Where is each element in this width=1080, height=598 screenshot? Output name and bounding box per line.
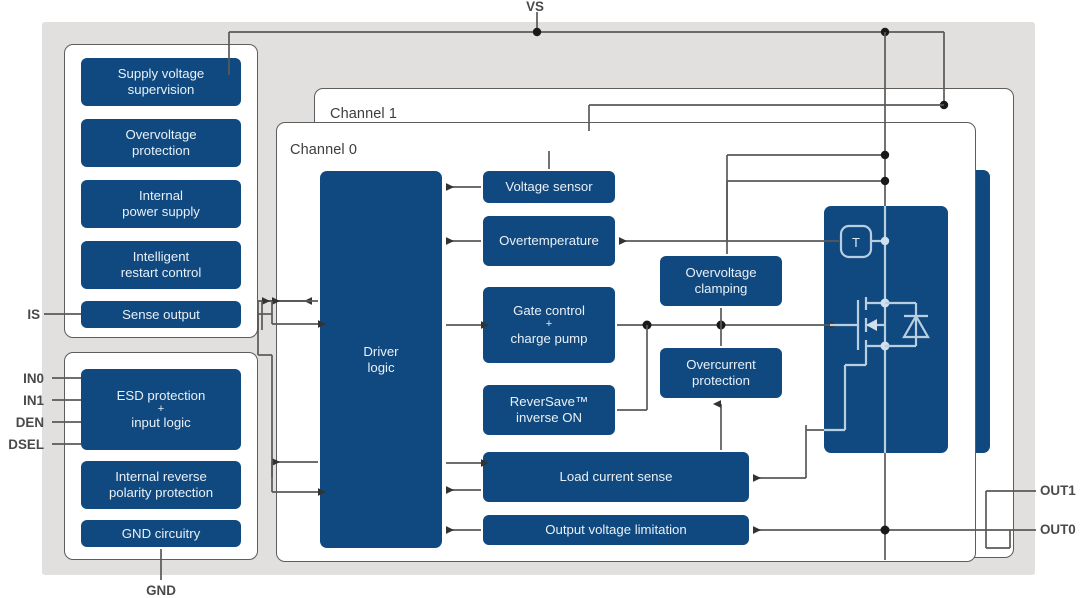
- label-line: +: [157, 402, 165, 415]
- block-output-voltage-limitation[interactable]: Output voltage limitation: [483, 515, 749, 545]
- wire-driver-left-ports: [257, 297, 327, 496]
- junction-dot: [532, 27, 542, 37]
- label-line: Output voltage limitation: [545, 522, 687, 538]
- label-line: Overvoltage: [125, 127, 197, 143]
- label-line: Load current sense: [559, 469, 673, 485]
- label-line: ESD protection: [116, 387, 206, 403]
- wire-temp-sensor-to-overtemperature: [619, 176, 890, 245]
- label-line: Voltage sensor: [505, 179, 593, 195]
- block-gate-control-charge-pump[interactable]: Gate control + charge pump: [483, 287, 615, 363]
- label-line: power supply: [122, 204, 200, 219]
- label-line: polarity protection: [108, 485, 214, 500]
- pin-label-den: DEN: [15, 415, 44, 430]
- label-line: input logic: [131, 415, 191, 431]
- junction-dot: [880, 176, 890, 186]
- junction-dot: [880, 525, 890, 535]
- label-line: Internal: [139, 188, 183, 204]
- label-line: protection: [692, 373, 750, 388]
- wire-output-to-limitation: [753, 525, 1010, 535]
- label-line: Driver: [363, 343, 399, 359]
- block-intelligent-restart-control[interactable]: Intelligent restart control: [81, 241, 241, 289]
- block-supply-voltage-supervision[interactable]: Supply voltage supervision: [81, 58, 241, 106]
- block-gnd-circuitry[interactable]: GND circuitry: [81, 520, 241, 547]
- label-line: supervision: [127, 82, 195, 97]
- label-line: Intelligent: [132, 249, 190, 265]
- wire-gate-bus: [617, 308, 839, 411]
- block-load-current-sense[interactable]: Load current sense: [483, 452, 749, 502]
- label-line: clamping: [694, 281, 748, 296]
- label-line: restart control: [120, 265, 202, 280]
- junction-dot: [880, 27, 890, 37]
- block-internal-power-supply[interactable]: Internal power supply: [81, 180, 241, 228]
- label-line: Gate control: [513, 303, 585, 319]
- label-line: GND circuitry: [121, 525, 201, 541]
- mosfet-symbol: T: [824, 206, 930, 453]
- wire-out-pins: [985, 490, 1036, 549]
- pin-label-gnd: GND: [146, 583, 176, 598]
- label-line: protection: [132, 143, 190, 158]
- junction-dot: [880, 150, 890, 160]
- label-line: ReverSave™: [509, 394, 589, 410]
- wire-vs-rail: [228, 12, 949, 560]
- pin-label-out0: OUT0: [1040, 522, 1076, 537]
- block-overvoltage-clamping[interactable]: Overvoltage clamping: [660, 256, 782, 306]
- wire-supply-to-driver: [257, 297, 312, 330]
- block-esd-protection-input-logic[interactable]: ESD protection + input logic: [81, 369, 241, 450]
- pin-label-in1: IN1: [23, 393, 44, 408]
- block-overcurrent-protection[interactable]: Overcurrent protection: [660, 348, 782, 398]
- pin-label-is: IS: [27, 307, 40, 322]
- wire-input-pins: [52, 377, 81, 445]
- block-sense-output[interactable]: Sense output: [81, 301, 241, 328]
- label-line: Sense output: [122, 306, 200, 322]
- label-line: Overtemperature: [499, 233, 599, 249]
- pin-label-vs: VS: [526, 0, 544, 14]
- pin-label-out1: OUT1: [1040, 483, 1076, 498]
- label-line: Overvoltage: [685, 265, 757, 281]
- label-line: inverse ON: [516, 410, 582, 425]
- pin-label-in0: IN0: [23, 371, 44, 386]
- pin-label-dsel: DSEL: [8, 437, 44, 452]
- channel-0-label: Channel 0: [290, 142, 358, 158]
- label-line: charge pump: [510, 330, 588, 346]
- block-overtemperature[interactable]: Overtemperature: [483, 216, 615, 266]
- block-internal-reverse-polarity-protection[interactable]: Internal reverse polarity protection: [81, 461, 241, 509]
- wire-clamping-feed: [726, 150, 890, 254]
- label-line: logic: [367, 359, 395, 375]
- wire-driver-to-blocks: [446, 183, 490, 534]
- block-reversave-inverse-on[interactable]: ReverSave™ inverse ON: [483, 385, 615, 435]
- block-overvoltage-protection[interactable]: Overvoltage protection: [81, 119, 241, 167]
- block-voltage-sensor[interactable]: Voltage sensor: [483, 171, 615, 203]
- wire-source-to-load-sense: [753, 425, 807, 482]
- label-line: Internal reverse: [115, 469, 207, 485]
- label-line: Overcurrent: [686, 357, 756, 373]
- temp-sensor-label: T: [852, 235, 860, 250]
- label-line: Supply voltage: [117, 66, 205, 82]
- block-driver-logic[interactable]: Driver logic: [320, 171, 442, 548]
- channel-1-label: Channel 1: [330, 106, 398, 122]
- label-line: +: [545, 318, 553, 331]
